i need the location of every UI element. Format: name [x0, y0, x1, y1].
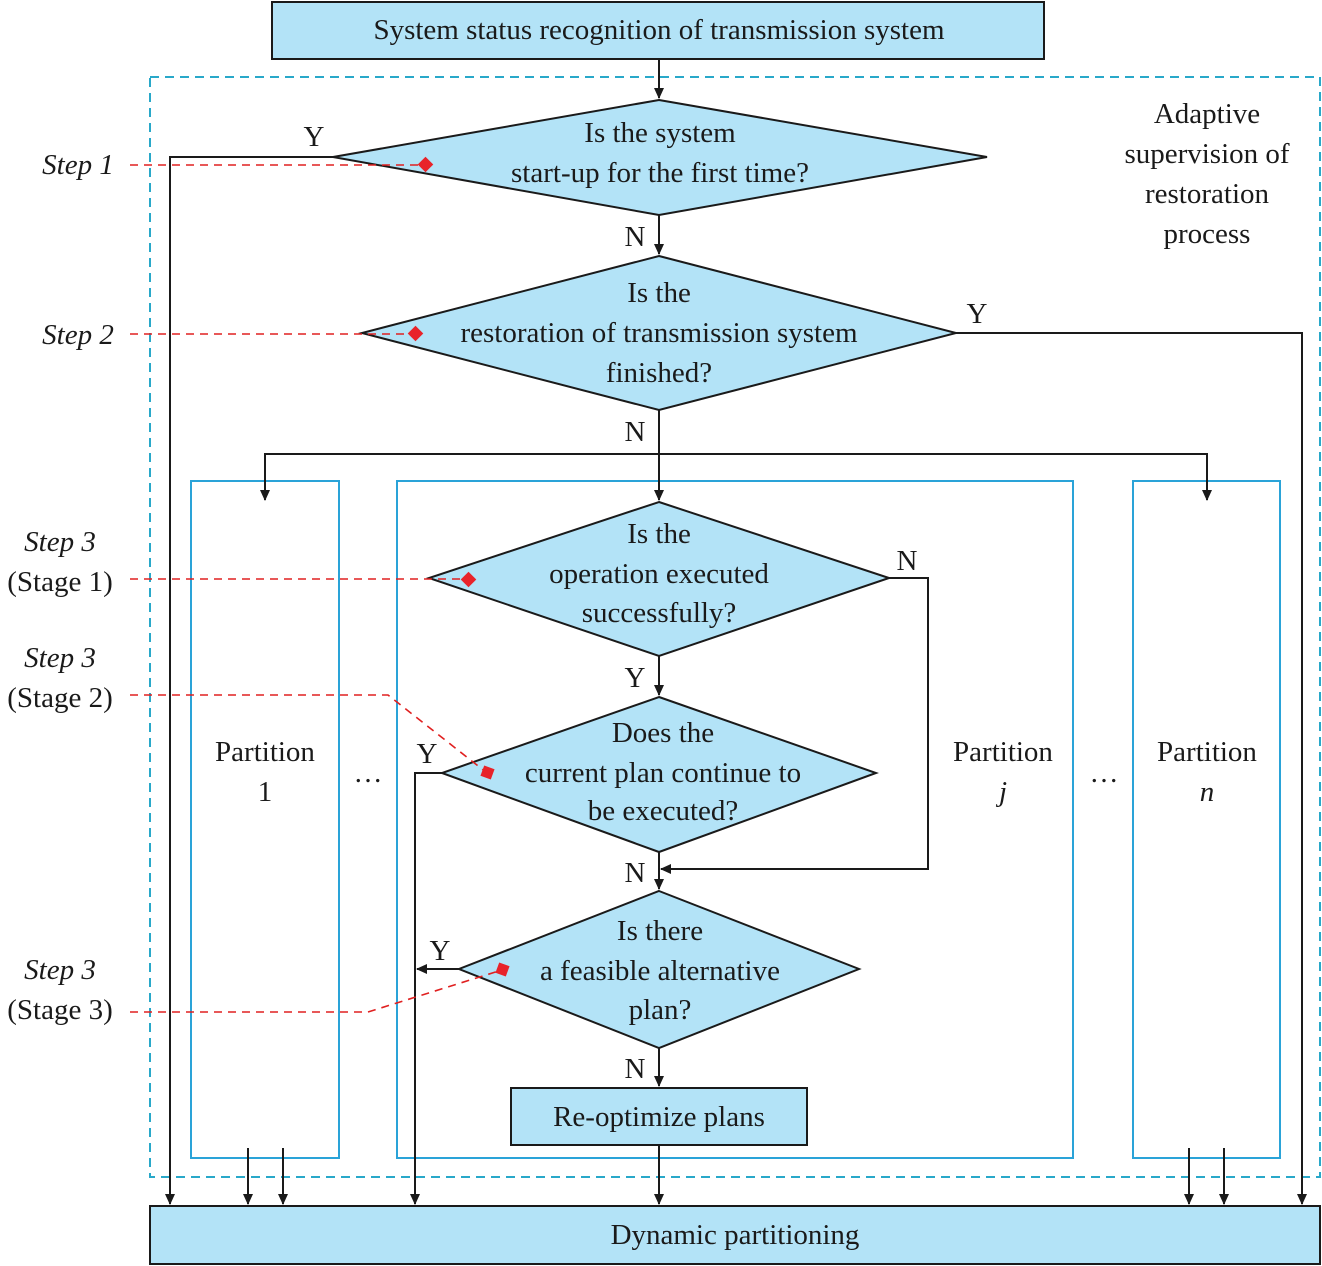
- d1-line-1: Is the system: [584, 117, 736, 149]
- d4-no-label: N: [625, 857, 646, 889]
- partition-1-box: [190, 480, 340, 1159]
- d5-line-1: Is there: [617, 915, 703, 947]
- d1-yes-label: Y: [304, 121, 325, 153]
- d4-line-1: Does the: [612, 717, 714, 749]
- step3-stage2-step: Step 3: [24, 642, 96, 674]
- partition-j-box: [396, 480, 1074, 1159]
- ellipsis-left: …: [354, 757, 383, 789]
- d4-line-3: be executed?: [588, 795, 739, 827]
- step3-stage1-step: Step 3: [24, 526, 96, 558]
- partition-n-label: Partition: [1157, 736, 1257, 768]
- step3-stage1-stage: (Stage 1): [7, 566, 113, 598]
- bottom-process-label: Dynamic partitioning: [611, 1219, 860, 1251]
- adaptive-supervision-frame: [149, 76, 1321, 1178]
- flow-d3-no: [660, 577, 929, 874]
- frame-label-line-1: Adaptive: [1154, 98, 1260, 130]
- reoptimize-label: Re-optimize plans: [553, 1101, 765, 1133]
- partition-n-box: [1132, 480, 1281, 1159]
- d4-yes-label: Y: [417, 738, 438, 770]
- step3-stage3-stage: (Stage 3): [7, 994, 113, 1026]
- step1-label: Step 1: [42, 149, 114, 181]
- d5-line-3: plan?: [629, 994, 692, 1026]
- partition-j-label: Partition: [953, 736, 1053, 768]
- step2-label: Step 2: [42, 319, 114, 351]
- d5-no-label: N: [625, 1053, 646, 1085]
- d2-yes-label: Y: [967, 298, 988, 330]
- step3-stage3-step: Step 3: [24, 954, 96, 986]
- top-process-box: [271, 1, 1045, 60]
- d4-line-2: current plan continue to: [525, 757, 801, 789]
- reoptimize-box: [510, 1087, 808, 1146]
- frame-label-line-2: supervision of: [1124, 138, 1289, 170]
- frame-label-line-3: restoration: [1145, 178, 1270, 210]
- d3-line-3: successfully?: [582, 597, 737, 629]
- partition-j-index: j: [995, 776, 1007, 808]
- step3-stage2-stage: (Stage 2): [7, 682, 113, 714]
- d2-line-2: restoration of transmission system: [460, 317, 858, 349]
- step3-stage3-leader: [130, 969, 503, 1013]
- frame-label-line-4: process: [1164, 218, 1251, 250]
- step1-marker: [417, 156, 434, 173]
- partition-1-index: 1: [258, 776, 273, 808]
- d5-line-2: a feasible alternative: [540, 955, 780, 987]
- ellipsis-right: …: [1090, 757, 1119, 789]
- d1-no-label: N: [625, 221, 646, 253]
- flow-partition-branch: [264, 453, 1208, 500]
- d5-yes-label: Y: [430, 935, 451, 967]
- d2-no-label: N: [625, 416, 646, 448]
- flow-d2-yes: [956, 332, 1307, 1205]
- d3-yes-label: Y: [625, 662, 646, 694]
- flow-d4-yes: [410, 772, 442, 1205]
- partition-n-index: n: [1200, 776, 1215, 808]
- step3-stage2-leader: [130, 694, 488, 774]
- d1-line-2: start-up for the first time?: [511, 157, 809, 189]
- step3-stage3-marker: [495, 962, 510, 977]
- d3-line-2: operation executed: [549, 558, 769, 590]
- bottom-process-box: [149, 1205, 1321, 1265]
- partition-1-label: Partition: [215, 736, 315, 768]
- d2-line-3: finished?: [606, 357, 712, 389]
- step3-stage2-marker: [480, 765, 495, 780]
- top-process-label: System status recognition of transmissio…: [373, 14, 945, 46]
- d3-line-1: Is the: [627, 518, 691, 550]
- d2-line-1: Is the: [627, 277, 691, 309]
- flow-d1-yes: [165, 156, 333, 1205]
- d3-no-label: N: [897, 545, 918, 577]
